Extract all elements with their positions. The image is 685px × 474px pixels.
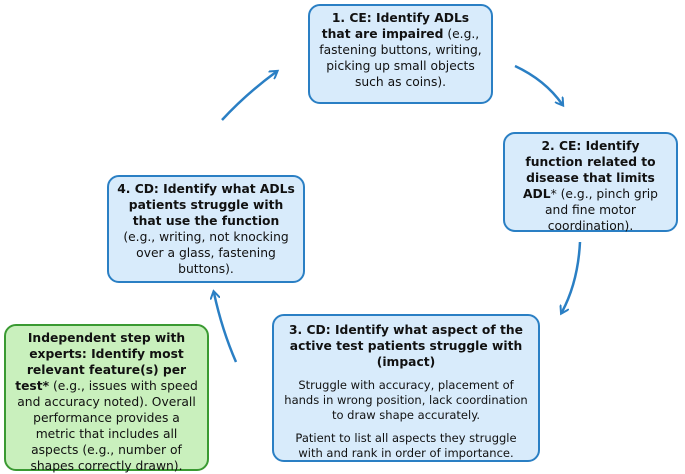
- independent-step-text: (e.g., issues with speed and accuracy no…: [17, 379, 198, 473]
- independent-step-box: Independent step with experts: Identify …: [4, 324, 209, 473]
- step-4-text: (e.g., writing, not knocking over a glas…: [123, 230, 289, 276]
- step-2-heading: 2. CE: Identify function related to dise…: [523, 139, 656, 201]
- step-2-text: * (e.g., pinch grip and fine motor coord…: [545, 187, 658, 233]
- arrow-2-to-3: [562, 241, 582, 312]
- arrow-1-to-2: [514, 64, 562, 104]
- step-4-box: 4. CD: Identify what ADLs patients strug…: [107, 175, 305, 283]
- step-2-box: 2. CE: Identify function related to dise…: [503, 132, 678, 233]
- step-1-text: (e.g., fastening buttons, writing, picki…: [319, 27, 482, 89]
- step-1-heading: 1. CE: Identify ADLs that are impaired: [321, 11, 470, 41]
- step-1-box: 1. CE: Identify ADLs that are impaired (…: [308, 4, 493, 104]
- step-3-box: 3. CD: Identify what aspect of the activ…: [272, 314, 540, 462]
- arrow-4-to-1: [221, 72, 276, 121]
- step-4-heading: 4. CD: Identify what ADLs patients strug…: [117, 182, 295, 228]
- independent-step-heading: Independent step with experts: Identify …: [15, 331, 187, 393]
- step-3-paragraph-2: Patient to list all aspects they struggl…: [295, 431, 517, 460]
- step-3-heading: 3. CD: Identify what aspect of the activ…: [289, 323, 523, 369]
- step-3-paragraph-1: Struggle with accuracy, placement of han…: [284, 378, 528, 422]
- arrow-5-to-4: [214, 293, 238, 363]
